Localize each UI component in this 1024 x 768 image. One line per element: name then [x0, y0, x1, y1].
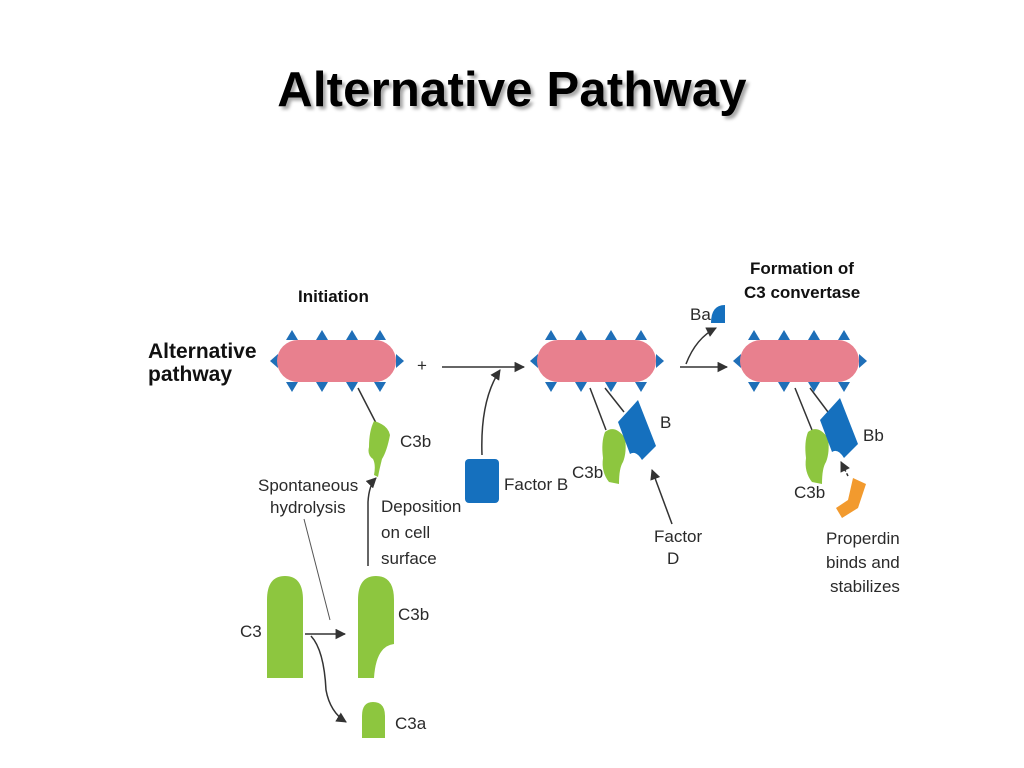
cell-3-membrane — [740, 340, 859, 382]
spontaneous-label-1: Spontaneous — [258, 476, 358, 495]
stage-formation-heading-1: Formation of — [750, 259, 854, 278]
cell-3 — [733, 330, 867, 392]
c3b-attached-1 — [368, 421, 390, 477]
spontaneous-label-2: hydrolysis — [270, 498, 346, 517]
factor-b-molecule — [465, 459, 499, 503]
deposition-label-2: on cell — [381, 523, 430, 542]
cell-2 — [530, 330, 664, 392]
bb-molecule — [820, 398, 858, 458]
c3b-label-right: C3b — [794, 483, 825, 502]
cell-1 — [270, 330, 404, 392]
c3a-molecule — [362, 702, 385, 738]
slide-title: Alternative Pathway — [277, 63, 747, 117]
c3b-label-bottom: C3b — [398, 605, 429, 624]
ba-label: Ba — [690, 305, 711, 324]
bb-label: Bb — [863, 426, 884, 445]
deposition-label-1: Deposition — [381, 497, 461, 516]
factor-d-label-2: D — [667, 549, 679, 568]
c3b-molecule-middle — [602, 429, 626, 484]
cell-2-membrane — [537, 340, 656, 382]
c3b-label-top: C3b — [400, 432, 431, 451]
cell-1-receptors — [270, 330, 404, 392]
c3a-label: C3a — [395, 714, 427, 733]
properdin-label-3: stabilizes — [830, 577, 900, 596]
c3b-label-middle: C3b — [572, 463, 603, 482]
factor-b-label: Factor B — [504, 475, 568, 494]
plus-sign: + — [417, 356, 427, 375]
properdin-label-1: Properdin — [826, 529, 900, 548]
properdin-molecule — [836, 478, 866, 518]
cell-2-receptors — [530, 330, 664, 392]
side-label-line-1: Alternative — [148, 340, 257, 363]
b-label: B — [660, 413, 671, 432]
cell-3-receptors — [733, 330, 867, 392]
factor-d-label-1: Factor — [654, 527, 703, 546]
cell-1-membrane — [277, 340, 396, 382]
factor-b-bound-middle — [618, 400, 656, 460]
c3b-molecule-bottom — [358, 576, 394, 678]
c3-label: C3 — [240, 622, 262, 641]
ba-fragment — [711, 305, 725, 323]
side-label-line-2: pathway — [148, 363, 232, 386]
c3b-molecule-right — [805, 429, 829, 484]
stage-formation-heading-2: C3 convertase — [744, 283, 860, 302]
deposition-label-3: surface — [381, 549, 437, 568]
properdin-label-2: binds and — [826, 553, 900, 572]
stage-initiation-heading: Initiation — [298, 287, 369, 306]
c3-molecule — [267, 576, 303, 678]
